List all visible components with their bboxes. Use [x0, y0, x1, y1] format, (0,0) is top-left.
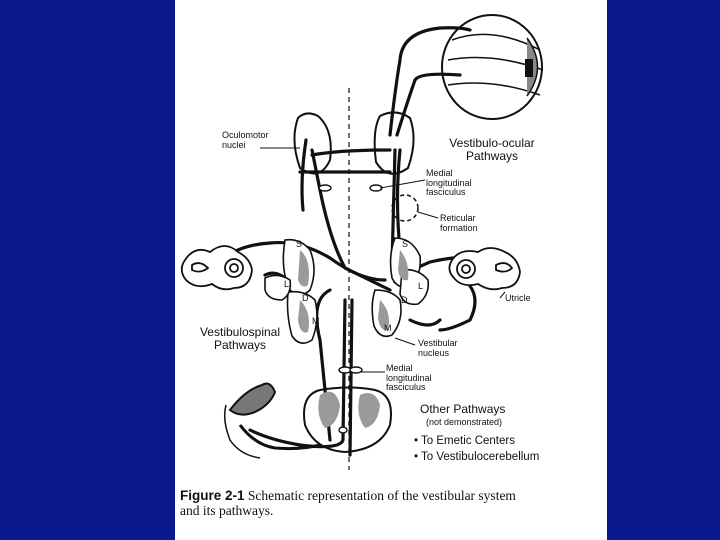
reticular-line1: Reticular: [440, 213, 476, 223]
nucleus-letter-m-right: M: [384, 323, 392, 333]
pointer-lines: [260, 147, 506, 373]
utricle-label: Utricle: [505, 293, 531, 303]
figure-caption: Figure 2-1 Schematic representation of t…: [180, 488, 600, 518]
mlf-top-line2: longitudinal: [426, 177, 472, 188]
left-labyrinth: [180, 245, 253, 291]
pathways: [223, 26, 482, 457]
vestibulo-ocular-label: Vestibulo-ocular Pathways: [442, 137, 542, 163]
synapse-marks: [318, 184, 383, 434]
nucleus-letter-l-left: L: [284, 279, 290, 289]
caption-text-line2: and its pathways.: [180, 503, 274, 519]
mlf-bottom-line2: longitudinal: [386, 372, 432, 383]
other-pathways-note: (not demonstrated): [426, 417, 503, 427]
eyeball: [441, 14, 544, 120]
mlf-bottom-label: Medial longitudinal fasciculus: [386, 363, 432, 393]
reticular-line2: formation: [440, 222, 478, 233]
vestibular-nucleus-line2: nucleus: [418, 347, 450, 358]
mlf-bottom-line3: fasciculus: [386, 382, 426, 393]
vestibulo-ocular-line2: Pathways: [465, 148, 519, 163]
emetic-centers-item: • To Emetic Centers: [414, 435, 515, 447]
nucleus-letter-d-right: D: [401, 295, 408, 305]
vestibulocerebellum-item: • To Vestibulocerebellum: [414, 451, 540, 463]
shaded-regions: [298, 250, 409, 428]
vestibular-nucleus-label: Vestibular nucleus: [418, 338, 458, 358]
oculomotor-label: Oculomotor nuclei: [222, 130, 269, 150]
vestibulospinal-line1: Vestibulospinal: [199, 325, 281, 339]
mlf-bottom-line1: Medial: [386, 363, 413, 373]
mlf-top-line1: Medial: [426, 168, 453, 178]
nucleus-letter-s-left: S: [296, 239, 303, 249]
caption-text-line1: Schematic representation of the vestibul…: [247, 488, 516, 503]
nucleus-letter-m-left: M: [312, 316, 320, 326]
figure-number: Figure 2-1: [180, 488, 245, 503]
right-labyrinth: [448, 247, 521, 291]
vestibulospinal-label: Vestibulospinal Pathways: [190, 326, 290, 352]
vestibular-nuclei: [264, 237, 430, 344]
spinal-nerve: [223, 382, 321, 459]
mlf-top-line3: fasciculus: [426, 187, 466, 198]
mlf-top-label: Medial longitudinal fasciculus: [426, 168, 472, 198]
nucleus-letter-d-left: D: [302, 293, 309, 303]
nucleus-letter-s-right: S: [402, 239, 409, 249]
vestibulospinal-line2: Pathways: [213, 337, 267, 352]
other-pathways-label: Other Pathways: [420, 402, 506, 416]
vestibulo-ocular-line1: Vestibulo-ocular: [449, 136, 535, 150]
nucleus-letter-l-right: L: [418, 281, 424, 291]
reticular-formation: [391, 194, 419, 222]
reticular-label: Reticular formation: [440, 213, 478, 233]
oculomotor-label-line2: nuclei: [222, 139, 246, 150]
spinal-cord: [303, 386, 392, 454]
oculomotor-label-line1: Oculomotor: [222, 130, 269, 140]
vestibular-nucleus-line1: Vestibular: [418, 338, 458, 348]
